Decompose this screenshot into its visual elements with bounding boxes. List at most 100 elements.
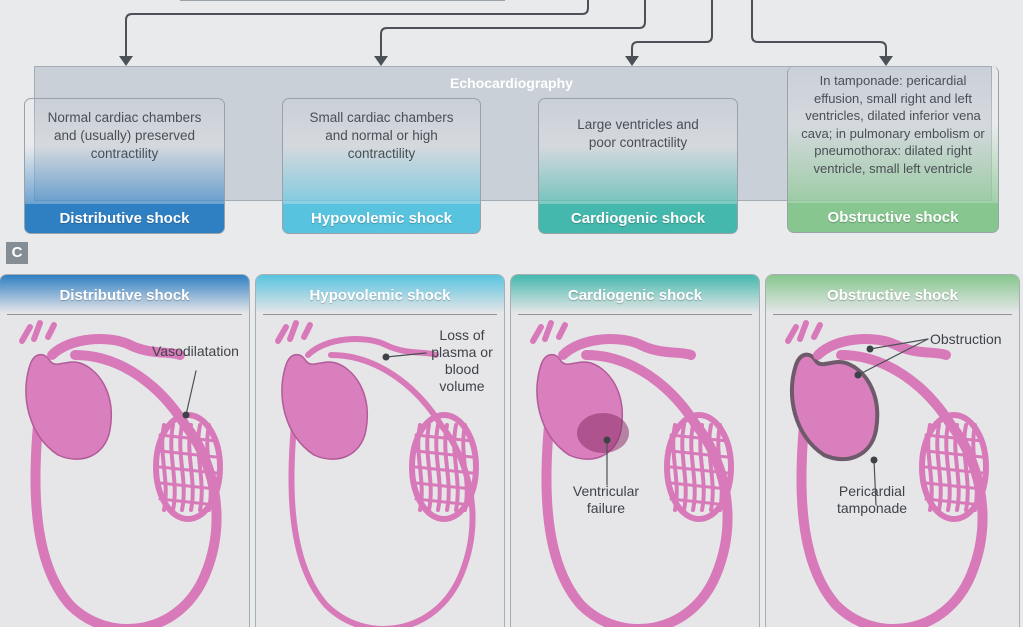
capillary-outline bbox=[664, 412, 734, 522]
capillary-link bbox=[158, 449, 218, 459]
circulation-diagram-cardiogenic bbox=[530, 320, 734, 627]
capillary-branch bbox=[461, 423, 469, 512]
heart-body bbox=[281, 353, 368, 460]
capillary-bed bbox=[409, 412, 479, 522]
heart-body bbox=[25, 353, 112, 460]
connector-obstructive bbox=[751, 0, 887, 58]
callout-line bbox=[385, 352, 427, 358]
panel-cardiogenic: Cardiogenic shock Ventricular failure bbox=[510, 274, 760, 627]
callout-line bbox=[869, 338, 929, 350]
ventricular-failure-region bbox=[577, 413, 629, 453]
capillary-link bbox=[158, 465, 218, 475]
panel-title-cardiogenic: Cardiogenic shock bbox=[511, 275, 759, 313]
capillary-link bbox=[924, 497, 984, 507]
vessel-loop-path bbox=[541, 350, 733, 627]
capillary-link bbox=[669, 449, 729, 459]
panel-rule bbox=[7, 314, 242, 315]
capillary-link bbox=[924, 465, 984, 475]
echo-text-distributive: Normal cardiac chambers and (usually) pr… bbox=[47, 110, 202, 161]
aortic-arch bbox=[558, 334, 696, 360]
callout-dot bbox=[182, 411, 190, 419]
capillary-outline bbox=[919, 412, 989, 522]
arrowhead-hypovolemic bbox=[374, 56, 388, 66]
capillary-link bbox=[414, 481, 474, 491]
capillary-link bbox=[924, 481, 984, 491]
capillary-branch bbox=[971, 423, 979, 512]
panel-rule bbox=[263, 314, 497, 315]
callout-dot bbox=[603, 436, 611, 444]
callout-dot bbox=[382, 353, 390, 361]
capillary-link bbox=[414, 497, 474, 507]
capillary-link bbox=[158, 433, 218, 443]
vessel-loop-path bbox=[796, 350, 988, 627]
capillary-branch bbox=[196, 423, 204, 512]
capillary-link bbox=[158, 481, 218, 491]
panel-title-hypovolemic: Hypovolemic shock bbox=[256, 275, 504, 313]
echo-label-hypovolemic: Hypovolemic shock bbox=[283, 204, 480, 233]
echocardiography-title: Echocardiography bbox=[450, 75, 573, 91]
capillary-branch bbox=[205, 423, 213, 512]
panel-title-obstructive: Obstructive shock bbox=[766, 275, 1019, 313]
heart-vessels bbox=[275, 320, 313, 344]
capillary-link bbox=[158, 497, 218, 507]
echo-card-hypovolemic: Small cardiac chambers and normal or hig… bbox=[282, 98, 481, 234]
panel-distributive: Distributive shock Vasodilatation bbox=[0, 274, 250, 627]
echo-label-cardiogenic: Cardiogenic shock bbox=[539, 204, 737, 233]
panel-hypovolemic: Hypovolemic shock Loss of plasma or bloo… bbox=[255, 274, 505, 627]
vessel-loop bbox=[275, 320, 479, 627]
circulation-diagram-hypovolemic bbox=[275, 320, 479, 627]
callout-loss-of-volume: Loss of plasma or blood volume bbox=[431, 327, 493, 394]
capillary-link bbox=[414, 449, 474, 459]
panel-obstructive: Obstructive shock Obstruction Pericardia… bbox=[765, 274, 1020, 627]
capillary-link bbox=[669, 433, 729, 443]
arrowhead-obstructive bbox=[879, 56, 893, 66]
callout-dot bbox=[866, 345, 874, 353]
heart-vessels bbox=[785, 320, 823, 344]
capillary-link bbox=[924, 449, 984, 459]
connector-distributive bbox=[125, 0, 589, 58]
capillary-link bbox=[924, 433, 984, 443]
arrowhead-cardiogenic bbox=[625, 56, 639, 66]
capillary-branch bbox=[707, 423, 715, 512]
flow-connectors bbox=[119, 0, 893, 66]
vessel-loop-path bbox=[30, 350, 222, 627]
callout-dot bbox=[870, 456, 878, 464]
heart bbox=[19, 320, 185, 460]
capillary-outline bbox=[409, 412, 479, 522]
heart-vessels bbox=[530, 320, 568, 344]
vessel-loop bbox=[785, 320, 989, 627]
section-c-badge: C bbox=[6, 242, 28, 264]
echo-label-distributive: Distributive shock bbox=[25, 204, 224, 233]
heart bbox=[530, 320, 696, 460]
echo-card-distributive: Normal cardiac chambers and (usually) pr… bbox=[24, 98, 225, 234]
connector-hypovolemic bbox=[380, 0, 646, 58]
echo-text-obstructive: In tamponade: pericardial effusion, smal… bbox=[801, 73, 985, 176]
circulation-diagram-distributive bbox=[19, 320, 223, 627]
capillary-bed bbox=[664, 412, 734, 522]
echo-text-cardiogenic: Large ventricles and poor contractility bbox=[577, 117, 699, 150]
capillary-link bbox=[414, 465, 474, 475]
callout-obstruction: Obstruction bbox=[930, 331, 1002, 347]
capillary-link bbox=[669, 497, 729, 507]
aortic-arch bbox=[305, 336, 439, 358]
heart-body bbox=[789, 352, 880, 461]
circulation-diagram-obstructive bbox=[785, 320, 989, 627]
panel-rule bbox=[773, 314, 1012, 315]
panel-rule bbox=[518, 314, 752, 315]
panel-title-distributive: Distributive shock bbox=[0, 275, 249, 313]
callout-line bbox=[873, 459, 877, 506]
echo-text-hypovolemic: Small cardiac chambers and normal or hig… bbox=[309, 110, 454, 161]
capillary-branch bbox=[716, 423, 724, 512]
callout-dot bbox=[854, 371, 862, 379]
callout-vasodilatation: Vasodilatation bbox=[152, 343, 239, 359]
capillary-link bbox=[669, 465, 729, 475]
callout-line bbox=[857, 338, 929, 376]
capillary-branch bbox=[452, 423, 460, 512]
heart bbox=[275, 320, 439, 460]
callout-pericardial-tamponade: Pericardial tamponade bbox=[836, 483, 908, 516]
capillary-link bbox=[669, 481, 729, 491]
vessel-loop-path bbox=[288, 352, 476, 627]
capillary-link bbox=[414, 433, 474, 443]
capillary-bed bbox=[919, 412, 989, 522]
vessel-loop bbox=[19, 320, 223, 627]
